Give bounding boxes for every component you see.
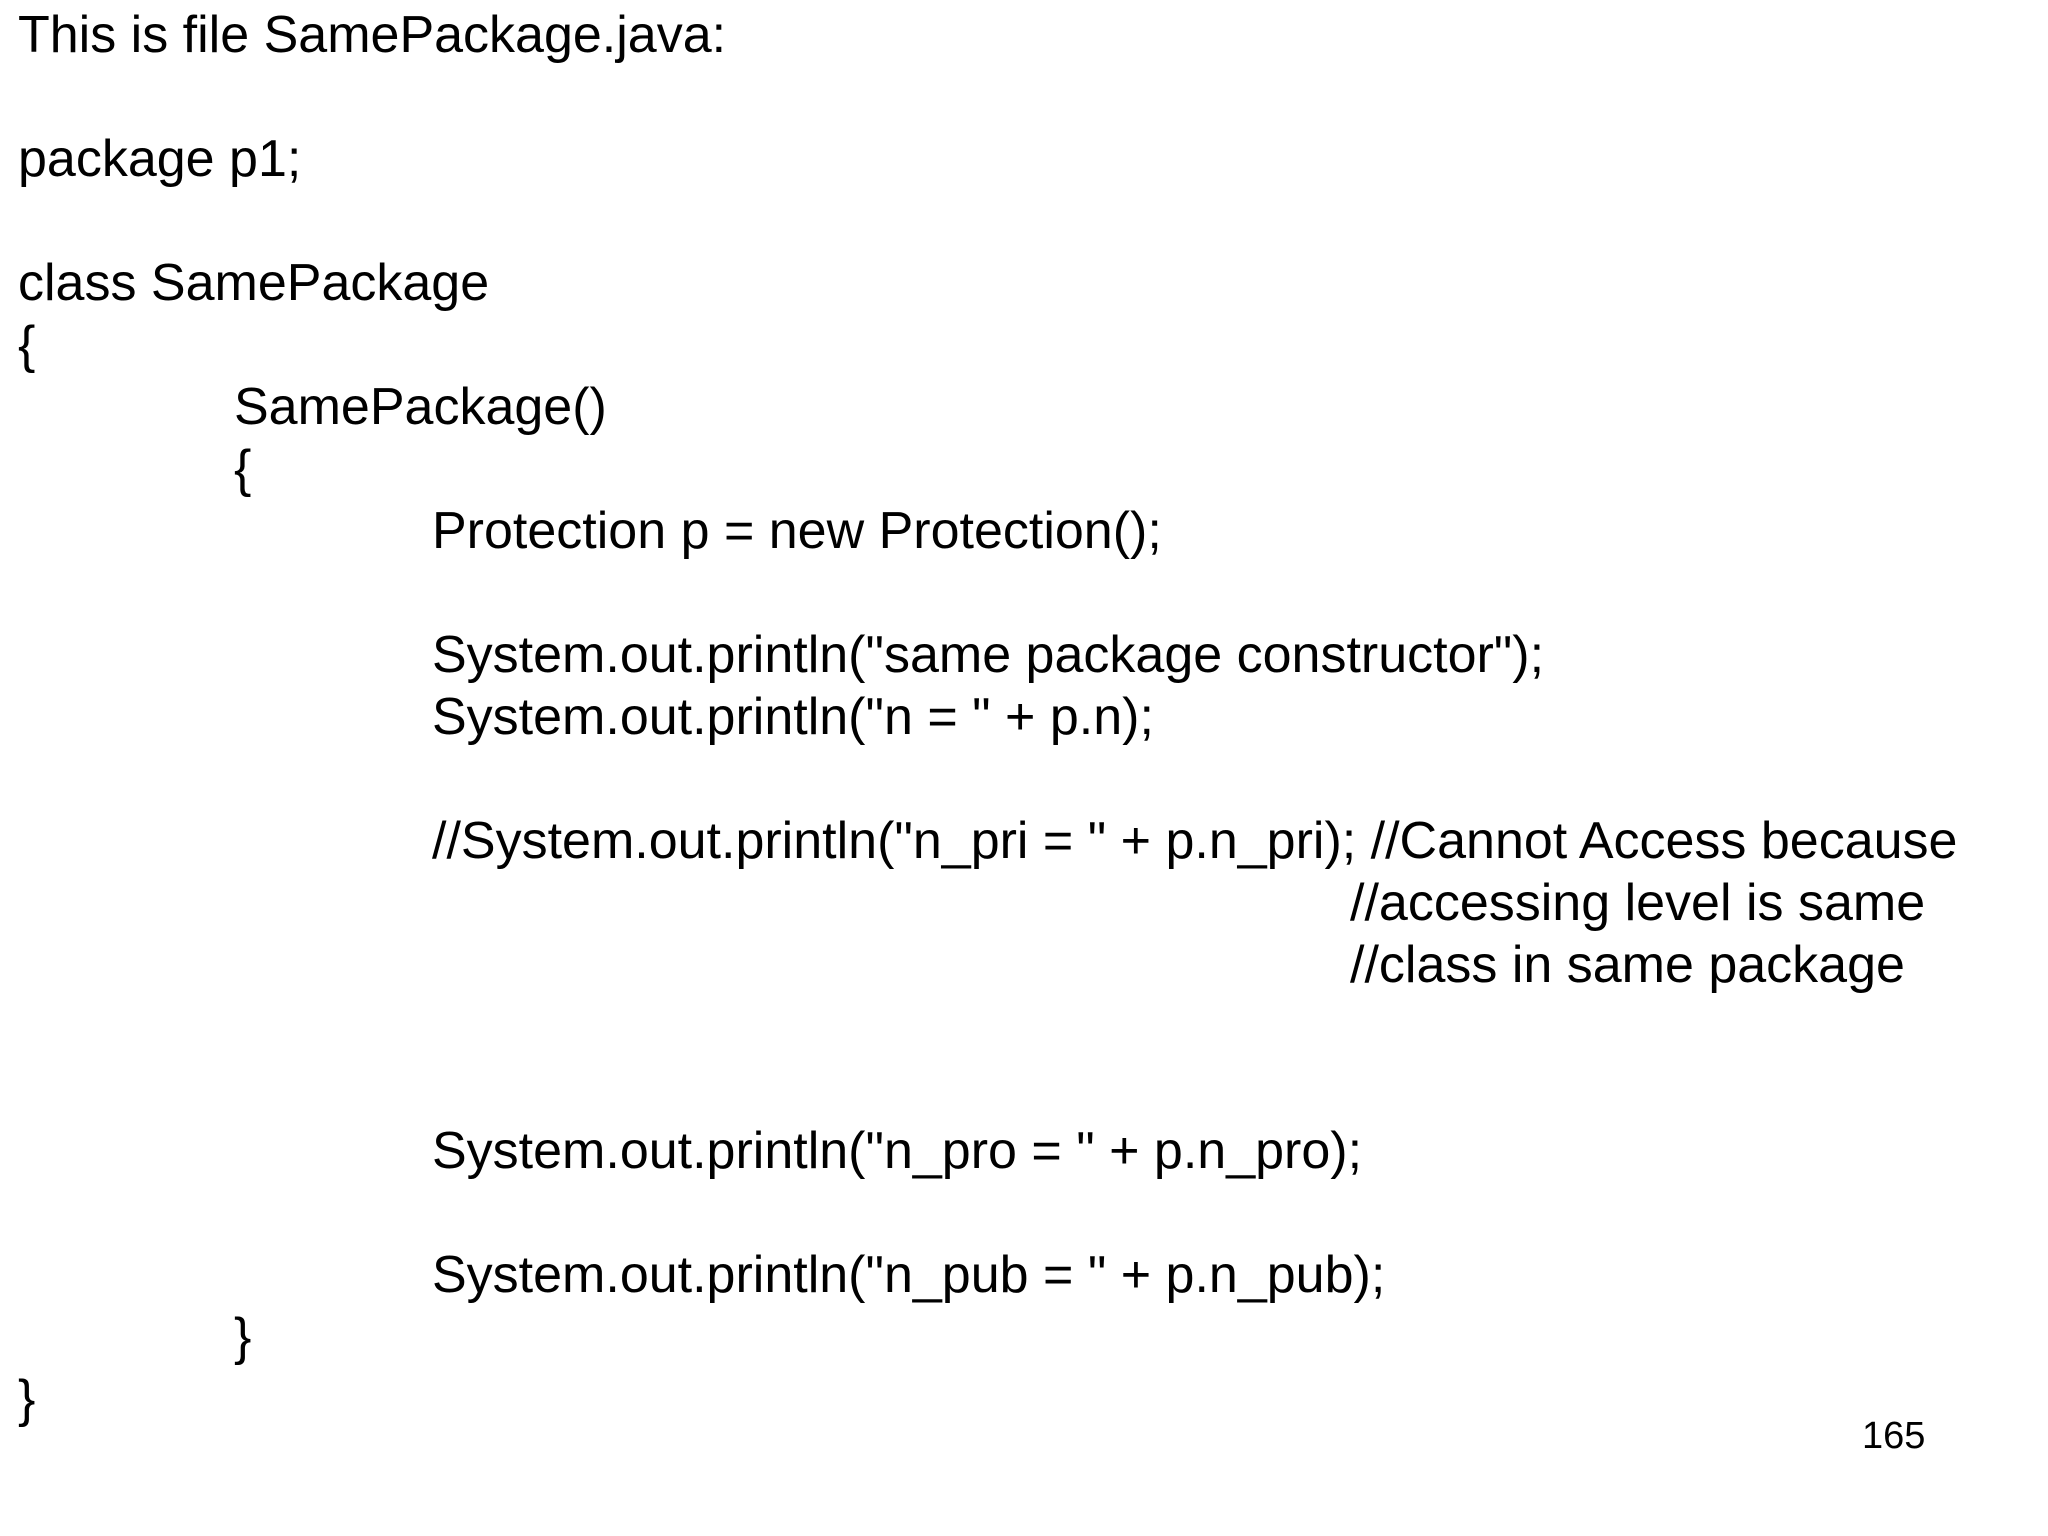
code-blank-line <box>18 562 2040 624</box>
code-blank-line <box>18 190 2040 252</box>
code-blank-line <box>18 748 2040 810</box>
code-line: System.out.println("n = " + p.n); <box>432 688 1154 746</box>
code-line: package p1; <box>18 130 302 188</box>
code-line: //System.out.println("n_pri = " + p.n_pr… <box>432 812 1958 870</box>
page-number: 165 <box>1862 1415 1926 1457</box>
code-line: //class in same package <box>1350 936 1905 994</box>
code-blank-line <box>18 66 2040 128</box>
code-line: System.out.println("n_pub = " + p.n_pub)… <box>432 1246 1386 1304</box>
code-line: { <box>234 440 252 498</box>
code-line: //accessing level is same <box>1350 874 1926 932</box>
code-line: System.out.println("n_pro = " + p.n_pro)… <box>432 1122 1363 1180</box>
code-line: System.out.println("same package constru… <box>432 626 1545 684</box>
code-line: SamePackage() <box>234 378 607 436</box>
code-line: } <box>234 1308 252 1366</box>
code-blank-line <box>18 1182 2040 1244</box>
code-line: } <box>18 1370 36 1428</box>
code-line: This is file SamePackage.java: <box>18 6 727 64</box>
code-line: { <box>18 316 36 374</box>
code-blank-line <box>18 1058 2040 1120</box>
code-blank-line <box>18 996 2040 1058</box>
code-listing: This is file SamePackage.java: package p1… <box>18 4 2040 1430</box>
code-line: class SamePackage <box>18 254 490 312</box>
code-line: Protection p = new Protection(); <box>432 502 1162 560</box>
